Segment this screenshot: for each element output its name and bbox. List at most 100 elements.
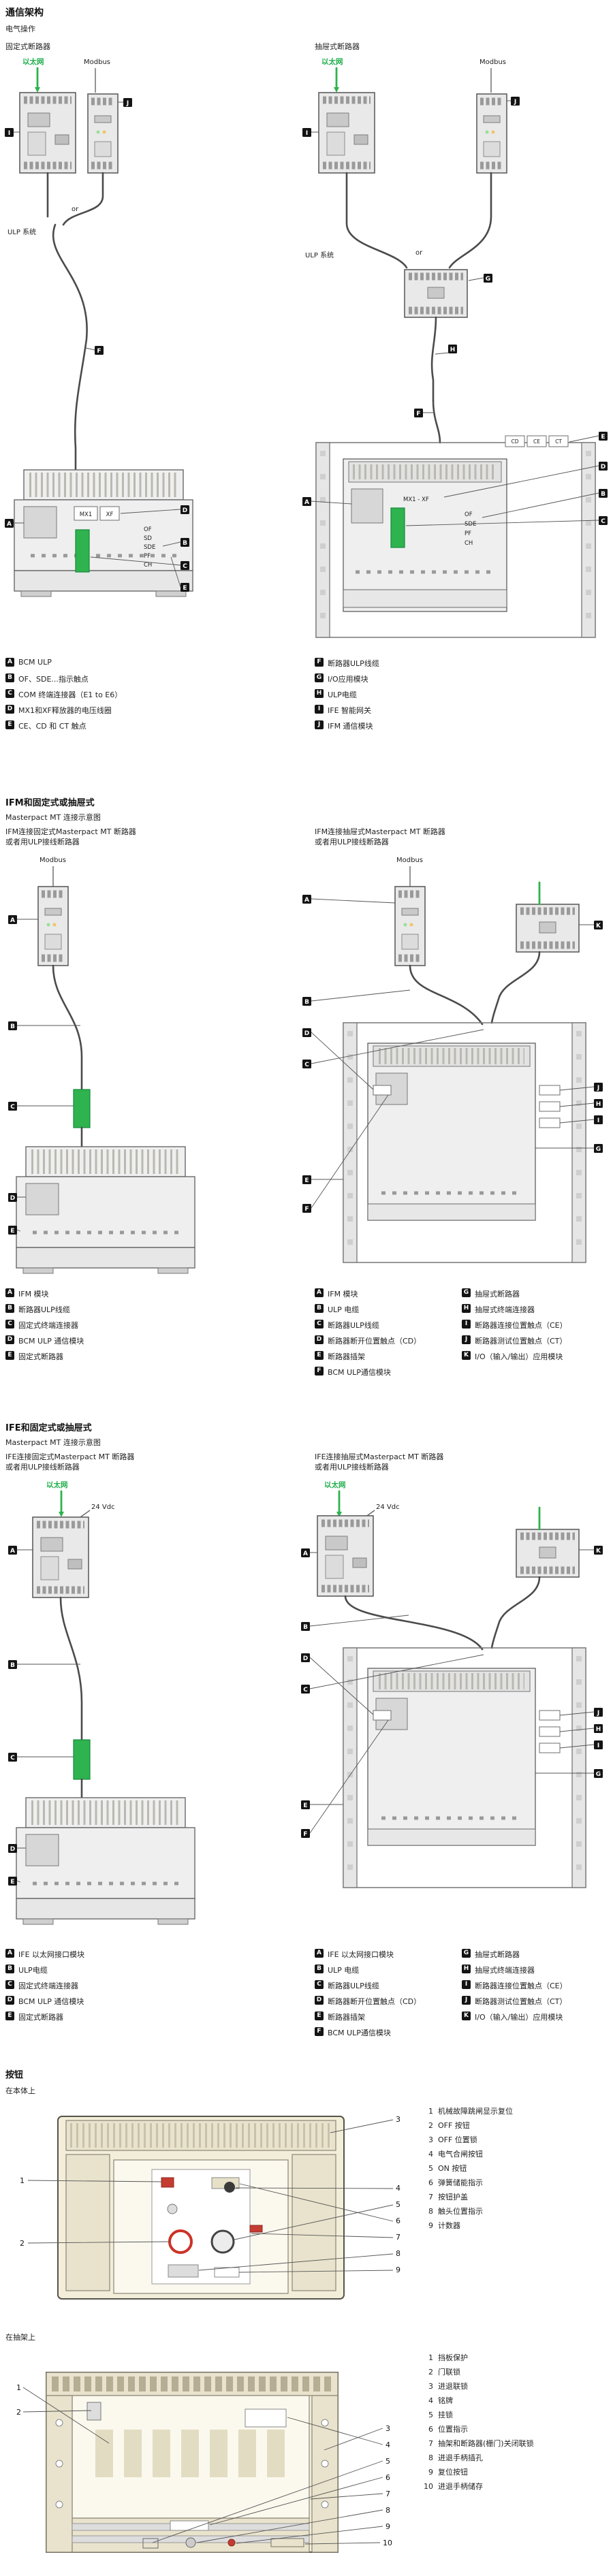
legend-text: IFE 以太网接口模块 (18, 1950, 85, 1959)
ife-module (33, 1517, 89, 1597)
io-application-module (516, 904, 579, 952)
callout-label: 触头位置指示 (438, 2207, 483, 2216)
caption-line: 或者用ULP接线断路器 (5, 1463, 80, 1472)
ulp-cable (430, 316, 437, 402)
legend-key: A (315, 1288, 324, 1297)
callout-number: 5 (396, 2200, 400, 2209)
legend-key: C (5, 689, 14, 698)
callout-number: 3 (386, 2424, 390, 2433)
badge-letter: C (183, 563, 187, 570)
caption-line: 或者用ULP接线断路器 (315, 838, 389, 846)
off-button (168, 2229, 193, 2254)
ifm-drawout-caption: IFM连接抽屉式Masterpact MT 断路器 或者用ULP接线断路器 (315, 827, 445, 847)
legend-text: 断路器ULP线缆 (328, 1321, 379, 1330)
legend-text: OF、SDE...指示触点 (18, 675, 89, 684)
legend-text: I/O（输入/输出）应用模块 (475, 1352, 563, 1361)
ct-label: CT (555, 439, 562, 445)
on-cradle-caption: 在抽架上 (5, 2333, 35, 2342)
badge-letter: J (597, 1085, 599, 1092)
badge-letter: A (304, 499, 309, 506)
legend-text: ULP电缆 (18, 1966, 48, 1975)
ct-contact (548, 435, 569, 447)
legend-key: E (5, 1351, 14, 1360)
diagram-comm-drawout: 以太网 Modbus I J or ULP 系统 G H F CD CE CT … (302, 57, 608, 638)
ifm-module (38, 887, 68, 966)
callout-badge: B (8, 1660, 17, 1669)
modbus-label: Modbus (40, 857, 66, 864)
badge-box (8, 1844, 17, 1853)
badge-letter: E (601, 434, 605, 441)
caption-line: IFM连接抽屉式Masterpact MT 断路器 (315, 827, 445, 836)
badge-letter: B (10, 1662, 15, 1669)
fixed-terminal-connector (73, 1739, 91, 1780)
callout-label: 机械故障跳闸显示复位 (438, 2107, 513, 2116)
or-label: or (415, 249, 423, 257)
badge-letter: J (597, 1710, 599, 1717)
callout-badge: F (95, 346, 104, 355)
diagram-ifm-drawout: Modbus A K B D C J H I G E F (302, 857, 603, 1263)
callout-badge: C (180, 561, 189, 570)
position-indicator-window (170, 2520, 209, 2531)
badge-box (8, 1877, 17, 1886)
legend-text: BCM ULP 通信模块 (18, 1337, 84, 1346)
badge-letter: A (303, 1551, 308, 1557)
callout-badge: E (599, 432, 608, 441)
diagram-ifm-fixed: Modbus A B C D E (5, 857, 295, 1275)
callout-badge: I (5, 128, 14, 137)
rail-hole (321, 2419, 329, 2427)
legend-key: G (462, 1288, 471, 1297)
caption-line: IFE连接固定式Masterpact MT 断路器 (5, 1452, 135, 1461)
badge-letter: D (303, 1655, 308, 1662)
cd-label: CD (511, 439, 518, 445)
badge-box (180, 538, 189, 547)
legend-key: E (315, 1351, 324, 1360)
callout-badge: G (594, 1144, 603, 1153)
legend-key: I (462, 1320, 471, 1329)
badge-box (594, 1115, 603, 1124)
pf-contact-label: PF (465, 530, 471, 537)
ifm-subtitle: Masterpact MT 连接示意图 (5, 813, 101, 822)
cd-contact (373, 1710, 392, 1721)
comm-subtitle: 电气操作 (5, 25, 35, 33)
badge-letter: B (601, 491, 606, 498)
callout-badge: B (180, 538, 189, 547)
legend-text: 断路器断开位置触点（CD） (328, 1997, 422, 2006)
badge-letter: H (596, 1726, 601, 1733)
breaker-ulp-cord (490, 951, 541, 1024)
callout-number: 6 (428, 2178, 433, 2187)
vdc-wire (80, 1510, 91, 1518)
badge-letter: E (304, 1177, 309, 1184)
on-breaker-caption: 在本体上 (5, 2086, 35, 2095)
badge-letter: A (10, 1548, 15, 1555)
fixed-breaker (14, 470, 193, 597)
callout-label: 挂锁 (438, 2411, 453, 2419)
ifm-fixed-caption: IFM连接固定式Masterpact MT 断路器 或者用ULP接线断路器 (5, 827, 136, 847)
callout-badge: D (599, 462, 608, 471)
caption-line: 或者用ULP接线断路器 (5, 838, 80, 846)
cradle-drawing: 1 2 3 4 5 6 7 8 9 10 (16, 2372, 392, 2553)
callout-label: 抽架和断路器(栅门)关闭联锁 (438, 2439, 534, 2448)
legend-text: BCM ULP (18, 658, 52, 667)
side-panel-right (292, 2154, 336, 2291)
callout-number: 10 (383, 2539, 392, 2547)
racking-handle-socket (185, 2537, 196, 2548)
legend-key: B (315, 1965, 324, 1973)
callout-number: 7 (386, 2490, 390, 2498)
badge-box (599, 432, 608, 441)
callout-badge: F (301, 1829, 310, 1838)
badge-letter: G (486, 276, 490, 283)
badge-letter: A (10, 917, 15, 924)
ethernet-label: 以太网 (324, 1480, 346, 1489)
callout-number: 5 (428, 2164, 433, 2173)
section-title-communication: 通信架构 (5, 7, 44, 18)
ce-contact (539, 1743, 561, 1753)
